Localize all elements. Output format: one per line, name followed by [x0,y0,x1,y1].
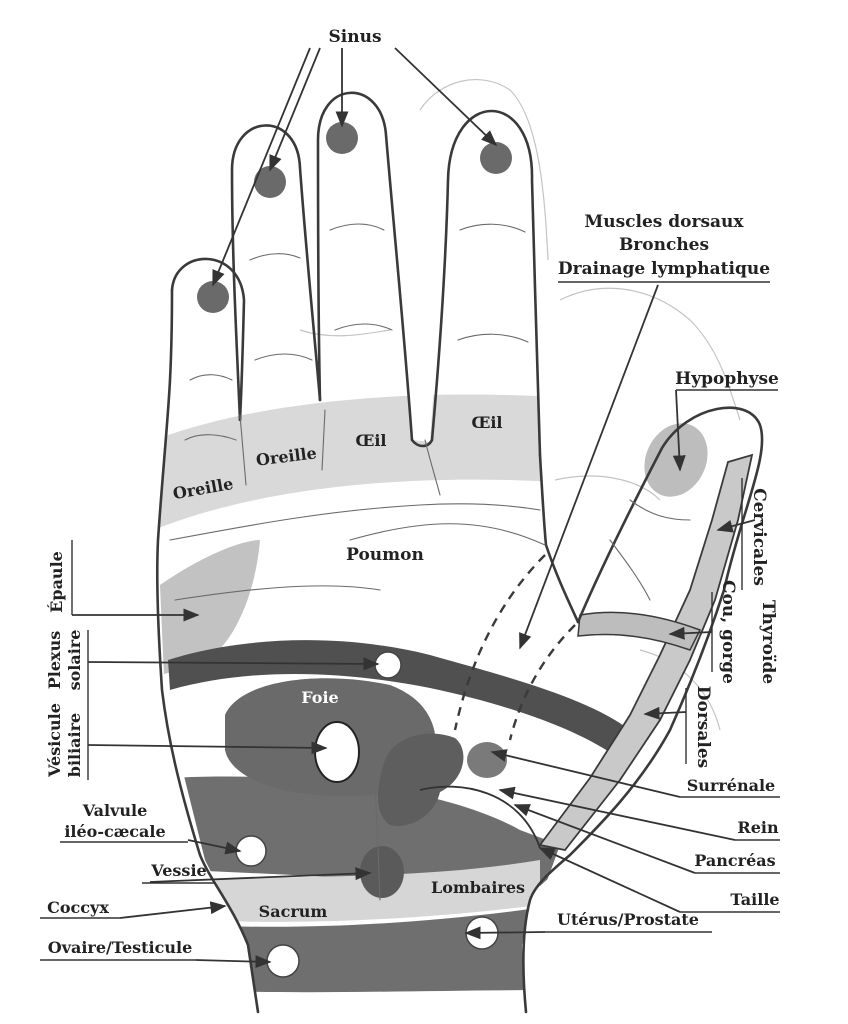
label-solaire: solaire [65,630,84,691]
label-pancreas: Pancréas [694,851,775,870]
label-vesicule: Vésicule [45,703,64,778]
lumbar-sacrum-band [190,860,540,922]
label-lombaires: Lombaires [431,878,525,897]
label-poumon: Poumon [346,545,424,565]
label-bronches: Bronches [619,235,709,255]
label-epaule: Épaule [46,551,66,613]
label-underlines [40,281,780,961]
label-thyroide: Thyroïde [758,600,778,685]
kidney-zone [378,733,464,826]
bladder-area-spot [360,846,404,898]
sinus-point-1 [197,281,229,313]
ear-eye-band [158,394,600,545]
lymph-dashed-line-1 [453,554,546,731]
label-surrenale: Surrénale [687,776,775,795]
label-oeil-2: Œil [471,413,502,432]
label-valvule: Valvule [82,801,148,820]
label-biliaire: biliaire [65,713,84,777]
label-ileo: iléo-cæcale [64,822,165,841]
label-cervicales: Cervicales [749,488,769,586]
gallbladder-point [314,721,360,783]
label-oeil-1: Œil [355,431,386,450]
label-muscles-dorsaux: Muscles dorsaux [584,212,744,232]
plexus-point [374,651,402,679]
label-sinus: Sinus [328,27,381,47]
ovary-point [266,944,300,978]
label-cou-gorge: Cou, gorge [718,580,738,684]
label-dorsales: Dorsales [693,686,713,768]
label-rein: Rein [737,818,779,837]
adrenal-zone [467,742,507,778]
label-coccyx: Coccyx [47,898,109,917]
lymph-dashed-line-2 [508,624,576,741]
label-uterus: Utérus/Prostate [557,910,699,929]
lower-palm-zone [158,776,560,900]
spine-band [538,453,754,851]
label-ovaire: Ovaire/Testicule [48,938,193,957]
sinus-point-3 [326,122,358,154]
hand-outline [155,91,764,1014]
label-drainage: Drainage lymphatique [558,259,770,279]
label-plexus: Plexus [45,631,64,689]
sinus-point-2 [254,166,286,198]
label-foie: Foie [301,688,338,707]
label-hypophyse: Hypophyse [675,369,779,389]
diaphragm-band [168,640,630,758]
pointer-arrows [72,47,756,969]
sinus-point-4 [480,142,512,174]
thyroid-band [577,611,702,651]
label-sacrum: Sacrum [259,902,328,921]
label-taille: Taille [730,890,779,909]
valve-point [235,835,267,867]
shoulder-zone [158,540,260,680]
hypophyse-zone [644,423,708,497]
palm-creases [169,223,691,901]
label-vessie: Vessie [150,861,206,880]
